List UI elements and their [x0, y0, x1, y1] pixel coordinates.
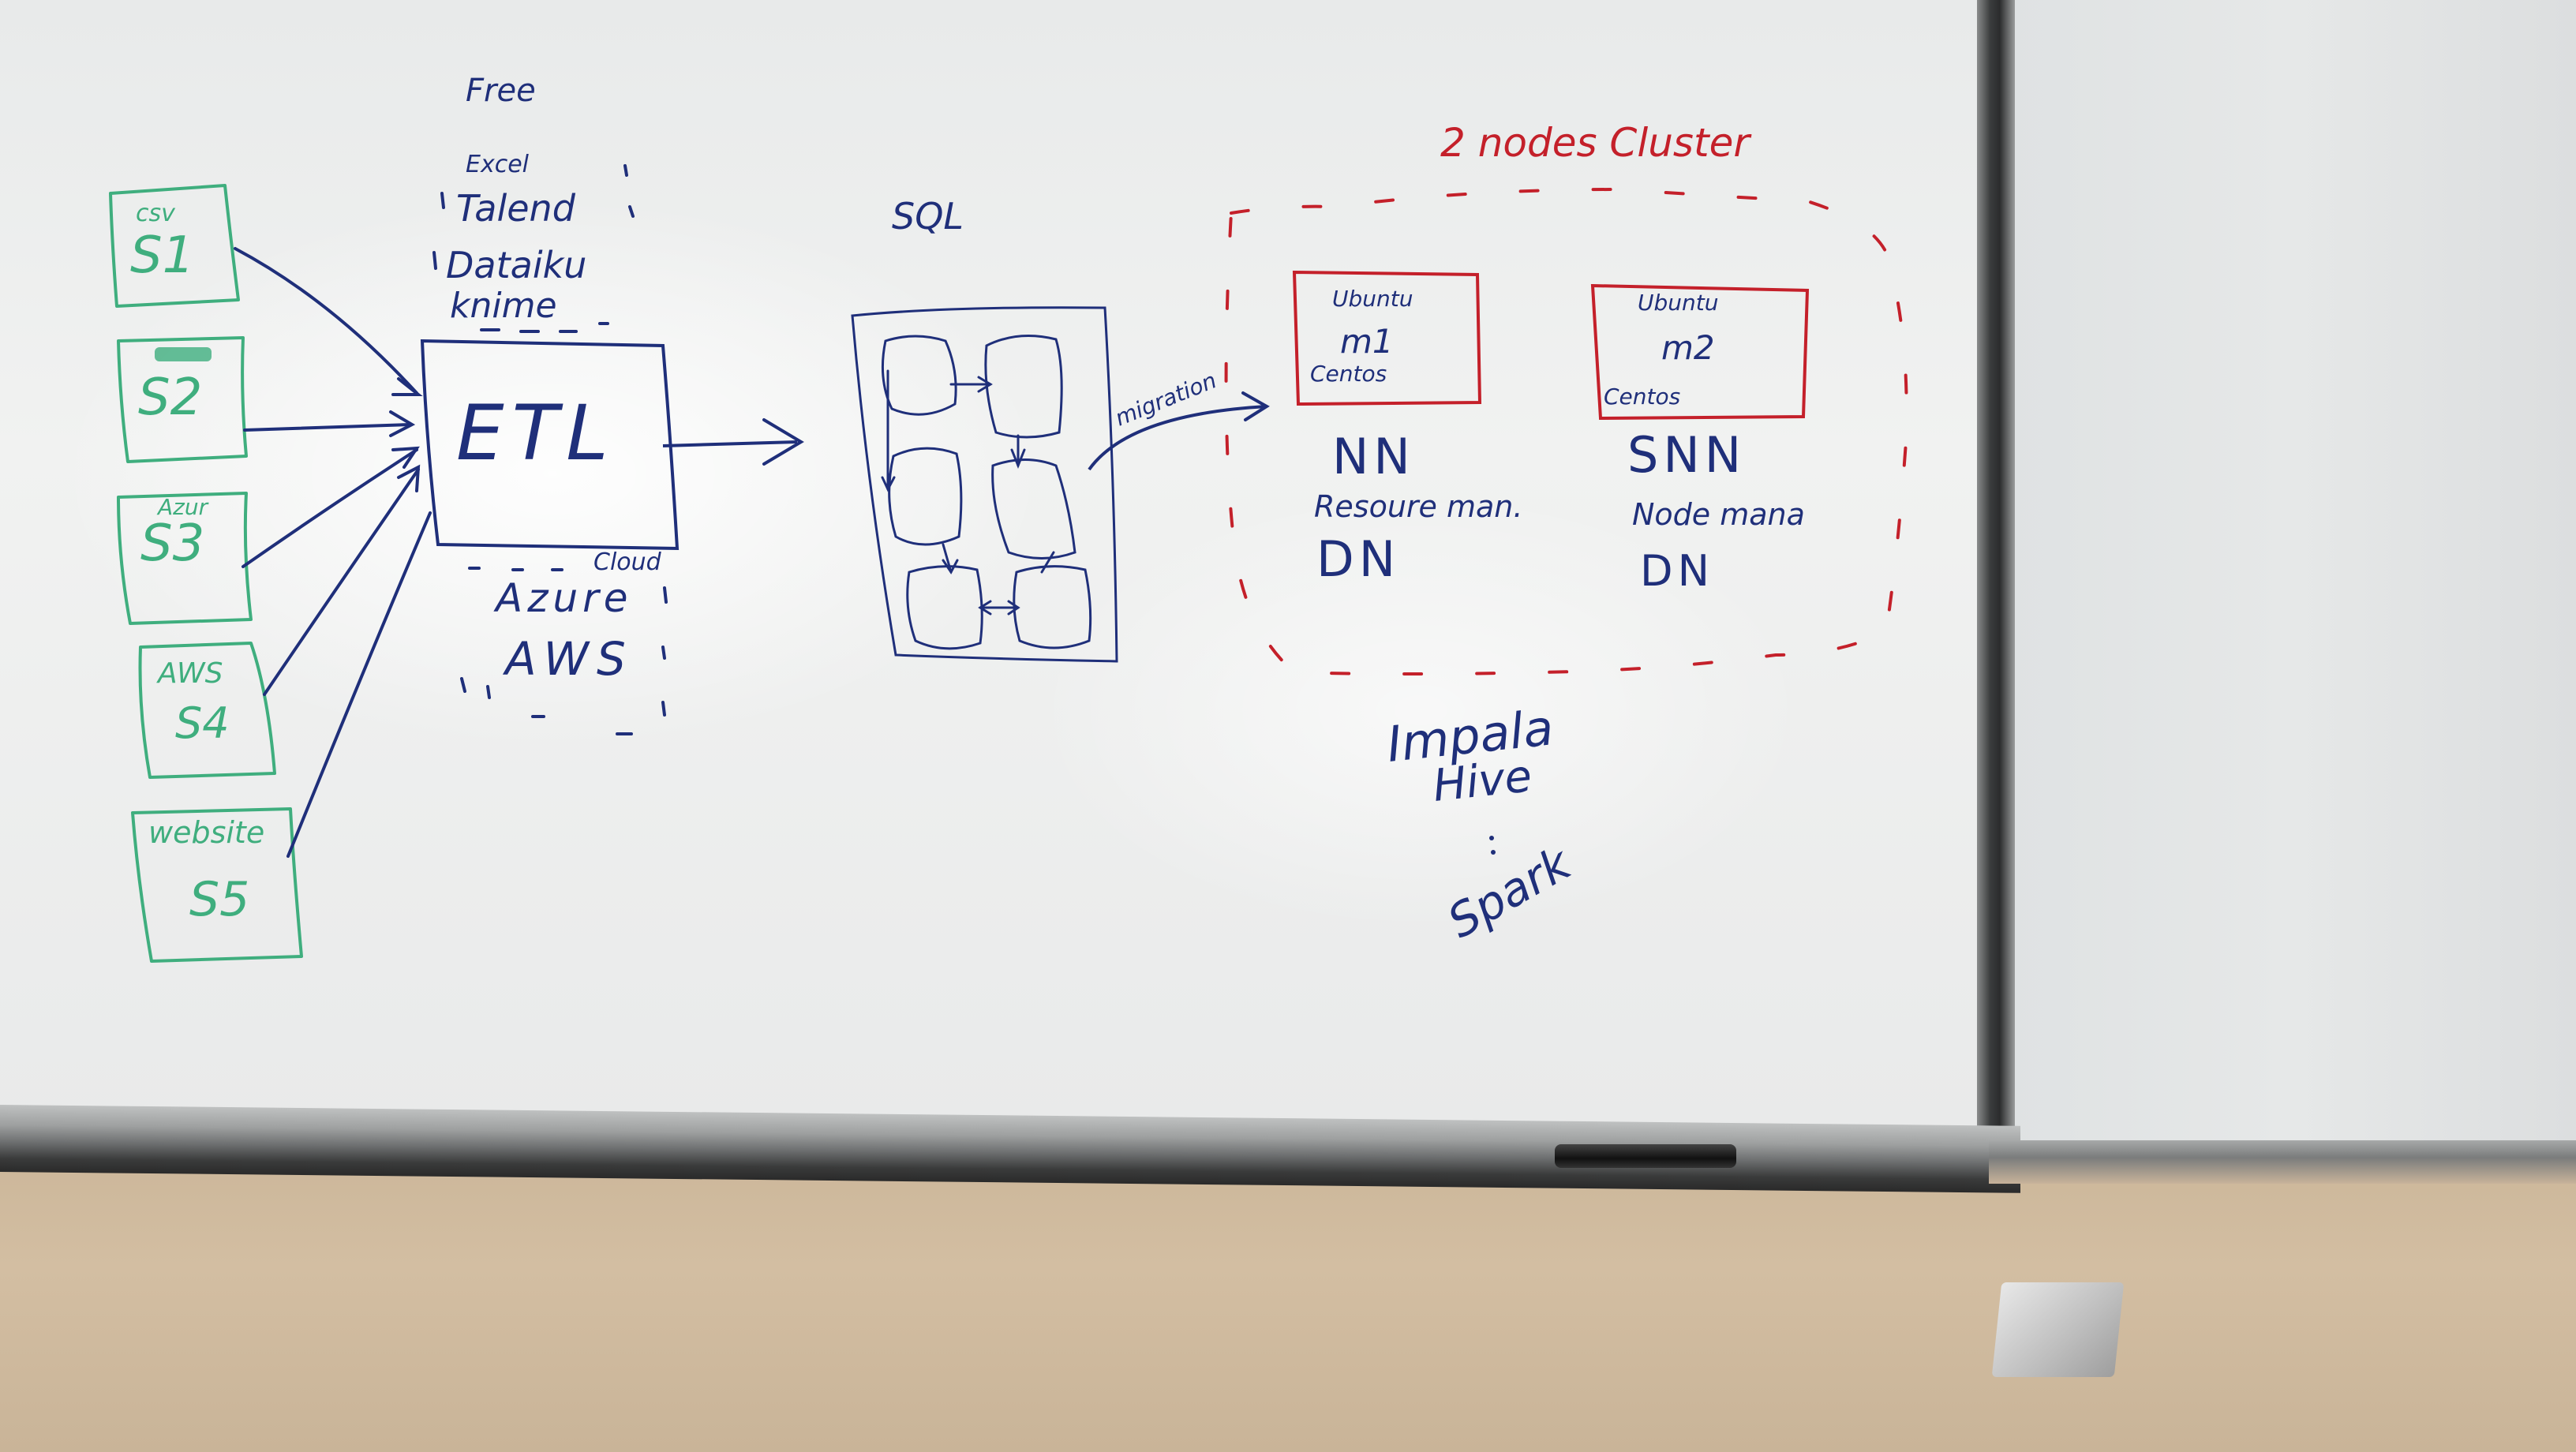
etl-label: ETL [456, 389, 616, 477]
wall [0, 1144, 2576, 1452]
cluster-boundary [1224, 187, 1908, 675]
node1-os-bottom: Centos [1310, 361, 1387, 387]
node2-id: m2 [1661, 328, 1715, 367]
node1-role-1: NN [1332, 428, 1415, 485]
source-name-2: S2 [138, 369, 202, 427]
source-name-1: S1 [130, 226, 194, 285]
sql-group: SQL migration [851, 195, 1270, 663]
source-2-smudge [155, 347, 212, 361]
source-tag-5: website [148, 815, 264, 850]
cloud-heading: Cloud [593, 548, 662, 576]
node2-role-1: SNN [1627, 426, 1746, 484]
etl-heading: Free [466, 73, 536, 109]
tool-spark: Spark [1439, 836, 1581, 949]
node2-os-top: Ubuntu [1638, 290, 1718, 316]
source-name-3: S3 [140, 515, 204, 573]
migration-arrow [1088, 405, 1267, 471]
etl-to-sql-arrow [662, 440, 798, 447]
node1-box [1292, 270, 1482, 406]
sql-tables [881, 335, 1092, 650]
marker [1555, 1144, 1736, 1168]
source-tag-4: AWS [156, 657, 223, 690]
etl-tool-excel: Excel [466, 151, 530, 178]
node2-box [1590, 283, 1810, 421]
source-arrows [234, 247, 432, 858]
sql-label: SQL [892, 195, 964, 238]
source-box-2 [117, 336, 248, 463]
source-box-3 [117, 492, 253, 625]
source-tag-1: csv [136, 200, 176, 227]
source-tag-3: Azur [156, 494, 209, 520]
node2-role-2: Node mana [1632, 497, 1805, 532]
etl-box [420, 339, 680, 551]
source-name-5: S5 [189, 872, 249, 927]
etl-tool-talend: Talend [456, 187, 576, 230]
marker-tray-right [1989, 1140, 2576, 1184]
node2-role-3: DN [1640, 546, 1714, 596]
cloud-tool-aws: AWS [502, 632, 634, 686]
etl-tool-knime: knime [450, 286, 557, 326]
source-boxes [109, 184, 303, 963]
sql-container [851, 306, 1118, 663]
board-frame [1977, 0, 2015, 1144]
node1-role-2: Resoure man. [1314, 489, 1522, 524]
whiteboard-right-panel [2009, 0, 2576, 1144]
node1-os-top: Ubuntu [1332, 286, 1413, 312]
cluster-title: 2 nodes Cluster [1440, 120, 1752, 166]
source-box-1 [109, 184, 240, 308]
node1-id: m1 [1340, 322, 1394, 361]
tools-below: Impala Hive Spark [1384, 698, 1581, 949]
node2-os-bottom: Centos [1604, 384, 1680, 410]
source-box-4 [138, 642, 276, 779]
tool-hive: Hive [1431, 750, 1534, 812]
etl-tool-dataiku: Dataiku [446, 244, 586, 286]
whiteboard [0, 0, 1989, 1128]
node1-role-3: DN [1316, 530, 1400, 588]
etl-group: Free Excel Talend Dataiku knime ETL Clou… [420, 73, 804, 735]
source-name-4: S4 [175, 698, 230, 748]
cluster-group: 2 nodes Cluster Ubuntu m1 Centos NN Reso… [1224, 120, 1908, 675]
cloud-tool-azure: Azure [493, 575, 632, 621]
